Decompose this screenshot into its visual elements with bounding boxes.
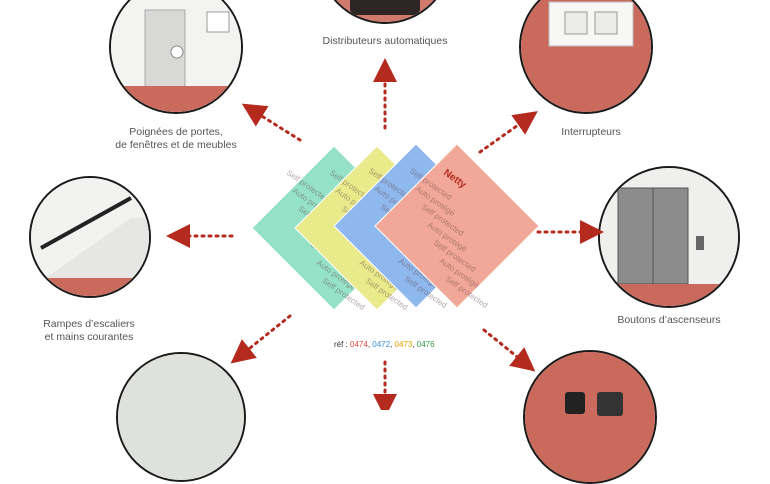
reference-code-4: 0476	[416, 340, 435, 349]
reference-sep: ,	[367, 340, 373, 349]
label-rampes-1: Rampes d’escaliers	[43, 318, 135, 330]
reference-sep: ,	[390, 340, 395, 349]
reference-code-2: 0472	[372, 340, 391, 349]
reference-code-1: 0474	[350, 340, 368, 349]
reference-code-3: 0473	[394, 340, 413, 349]
label-distributeurs: Distributeurs automatiques	[322, 35, 448, 47]
reference-sep: ,	[412, 340, 417, 349]
label-poignees-2: de fenêtres et de meubles	[115, 139, 237, 151]
label-poignees-1: Poignées de portes,	[129, 126, 223, 138]
switches-scene	[519, 0, 653, 114]
door-handles-scene	[109, 0, 243, 114]
stairs-scene	[29, 176, 151, 298]
arrows	[166, 58, 604, 410]
label-interrupteurs: Interrupteurs	[561, 126, 621, 138]
arrow-upright	[478, 111, 538, 154]
reference-prefix: réf :	[334, 340, 351, 349]
elevator-scene	[598, 166, 740, 308]
reference-line: réf : 0474, 0472, 0473, 0476	[334, 340, 435, 349]
arrow-upleft	[241, 103, 302, 142]
label-rampes-2: et mains courantes	[44, 331, 134, 343]
label-boutons: Boutons d’ascenseurs	[617, 314, 721, 326]
arrow-downright	[482, 328, 536, 372]
